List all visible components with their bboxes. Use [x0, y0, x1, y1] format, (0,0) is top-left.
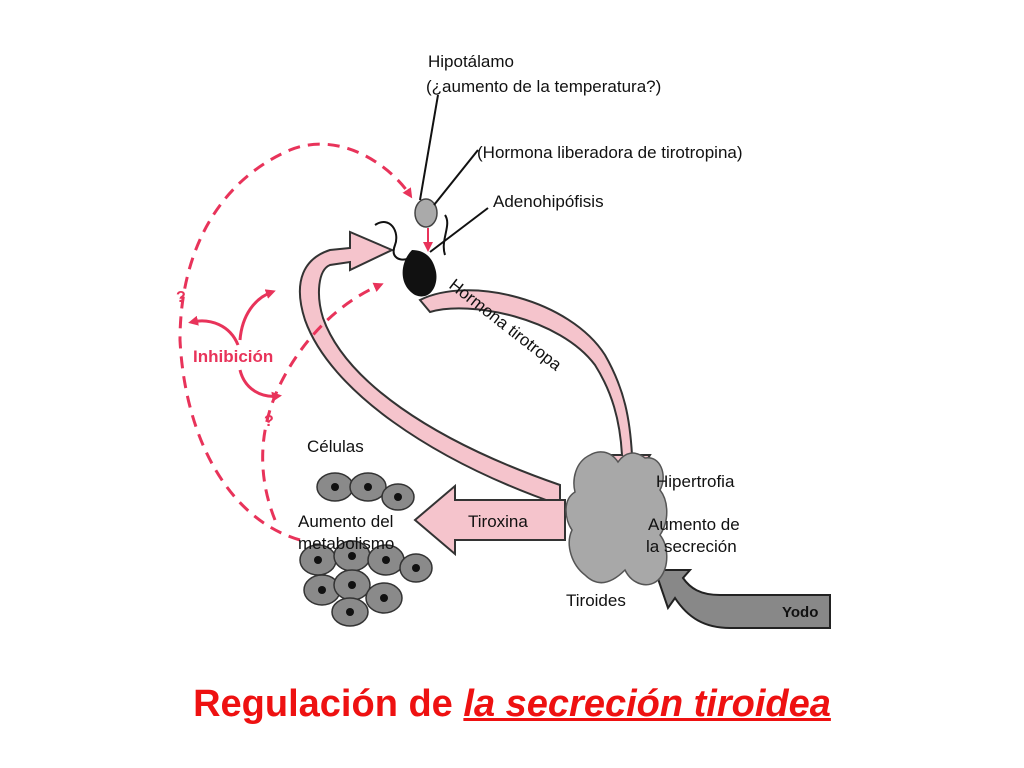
- pointer-hypothalamus: [419, 94, 439, 201]
- thyroxine-arrow: [413, 483, 566, 557]
- inhibition-curve-up: [238, 289, 276, 341]
- pointer-adenohypophysis: [429, 207, 489, 253]
- label-hypothalamus: Hipotálamo: [428, 52, 514, 71]
- title-emphasis: la secreción tiroidea: [463, 683, 831, 725]
- cell-nuclei: [314, 483, 420, 616]
- label-trh: (Hormona liberadora de tirotropina): [477, 143, 743, 162]
- label-hypothalamus-note: (¿aumento de la temperatura?): [426, 77, 661, 96]
- label-thyroxine: Tiroxina: [468, 512, 528, 531]
- inhibition-outer-dashed: [178, 142, 413, 542]
- label-iodine: Yodo: [782, 604, 818, 621]
- title-prefix: Regulación de: [193, 683, 464, 725]
- label-cells: Células: [307, 437, 364, 456]
- inhibition-curve-down: [238, 369, 282, 402]
- inhibition-inner-dashed: [261, 282, 384, 521]
- label-question-upper: ?: [176, 289, 186, 306]
- iodine-arrow: [653, 569, 831, 629]
- label-metabolism-1: Aumento del: [298, 512, 393, 531]
- slide-title: Regulación de la secreción tiroidea: [0, 683, 1024, 726]
- label-adenohypophysis: Adenohipófisis: [493, 192, 604, 211]
- label-hypertrophy: Hipertrofia: [656, 472, 735, 491]
- hypothalamus-pituitary: [374, 198, 449, 297]
- label-secretion-2: la secreción: [646, 537, 737, 556]
- label-thyroid: Tiroides: [566, 591, 626, 610]
- pointer-trh: [433, 149, 479, 206]
- thyroid-gland: [565, 451, 668, 586]
- label-inhibition: Inhibición: [193, 347, 273, 366]
- label-question-lower: ?: [264, 413, 274, 430]
- inhibition-curve-left: [188, 315, 240, 346]
- label-metabolism-2: metabolismo: [298, 534, 394, 553]
- label-secretion-1: Aumento de: [648, 515, 740, 534]
- feedback-arrow-to-pituitary: [298, 230, 561, 507]
